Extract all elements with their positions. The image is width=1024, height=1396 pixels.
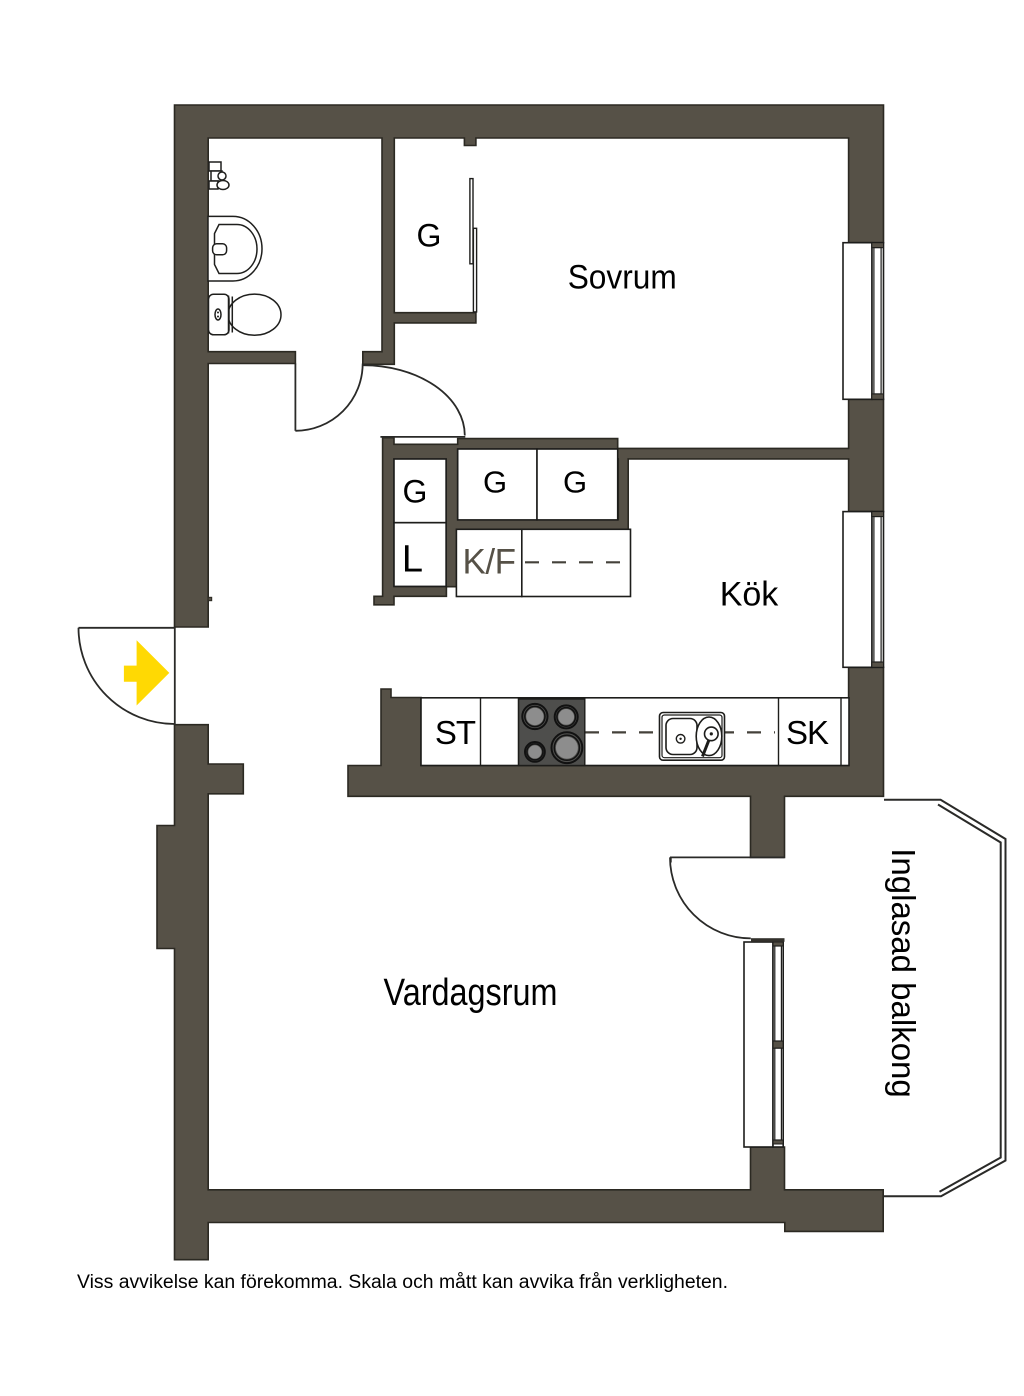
svg-text:G: G (483, 465, 507, 500)
svg-text:G: G (417, 217, 442, 253)
svg-text:Sovrum: Sovrum (568, 258, 677, 296)
svg-text:Vardagsrum: Vardagsrum (384, 972, 558, 1014)
svg-text:K/F: K/F (463, 542, 516, 581)
svg-text:Kök: Kök (720, 576, 780, 614)
svg-text:SK: SK (786, 714, 829, 751)
svg-text:G: G (563, 465, 587, 500)
svg-text:L: L (402, 538, 423, 580)
svg-text:Viss avvikelse kan förekomma.: Viss avvikelse kan förekomma. Skala och … (77, 1272, 728, 1293)
svg-text:G: G (403, 474, 428, 510)
svg-text:ST: ST (435, 714, 476, 751)
svg-text:Inglasad balkong: Inglasad balkong (885, 848, 922, 1098)
